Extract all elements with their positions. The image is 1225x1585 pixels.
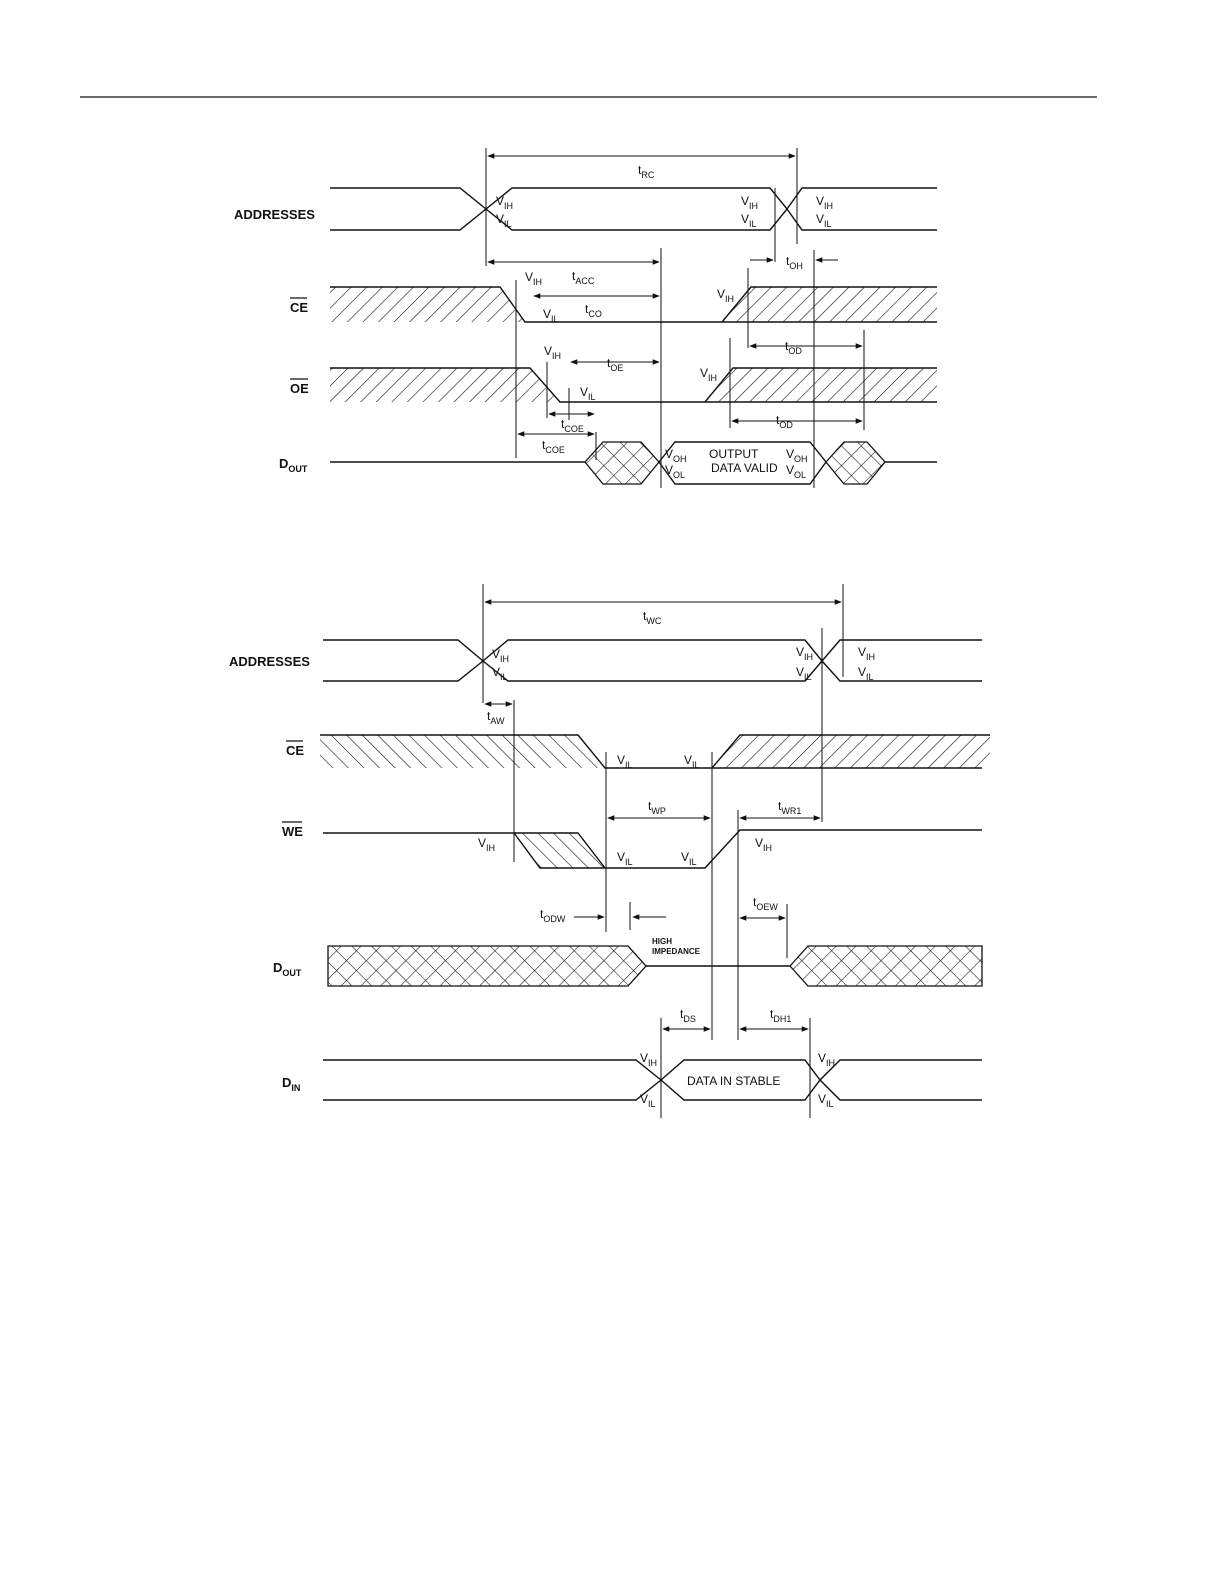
read-addr-vih-label-1: VIH xyxy=(496,194,513,211)
read-addr-vil-label-2: VIL xyxy=(741,212,757,229)
write-twr1-label: tWR1 xyxy=(778,799,801,816)
write-addr-vil-label-1: VIL xyxy=(492,665,508,682)
write-addr-vih-label-3: VIH xyxy=(858,645,875,662)
read-addr-vil-label-1: VIL xyxy=(496,212,512,229)
read-oe-label: OE xyxy=(290,381,309,396)
write-we-waveform xyxy=(323,810,982,1040)
write-din-vil-label-1: VIL xyxy=(640,1092,656,1109)
write-din-vil-label-2: VIL xyxy=(818,1092,834,1109)
read-dout-voh-label-2: VOH xyxy=(786,447,808,464)
write-we-label: WE xyxy=(282,824,303,839)
write-high-impedance-line1: HIGH xyxy=(652,937,672,946)
read-addresses-label: ADDRESSES xyxy=(234,207,315,222)
read-tacc-label: tACC xyxy=(572,269,595,286)
write-toew-label: tOEW xyxy=(753,895,778,912)
read-dout-label: DOUT xyxy=(279,456,308,474)
write-ce-waveform xyxy=(320,700,990,1040)
read-addresses-waveform xyxy=(330,148,937,266)
write-taw-label: tAW xyxy=(487,709,505,726)
write-ce-label: CE xyxy=(286,743,304,758)
read-oe-waveform xyxy=(330,338,937,428)
write-high-impedance-line2: IMPEDANCE xyxy=(652,947,701,956)
read-addr-vih-label-3: VIH xyxy=(816,194,833,211)
read-output-valid-line1: OUTPUT xyxy=(709,447,759,461)
read-cycle-diagram: ADDRESSES CE OE DOUT xyxy=(234,148,937,488)
read-ce-label: CE xyxy=(290,300,308,315)
read-toe-label: tOE xyxy=(607,356,623,373)
read-tcoe-label-2: tCOE xyxy=(542,438,565,455)
write-addresses-label: ADDRESSES xyxy=(229,654,310,669)
read-tod-label-1: tOD xyxy=(785,339,802,356)
read-dout-vol-label-1: VOL xyxy=(665,463,685,480)
read-oe-vil-label: VIL xyxy=(580,385,596,402)
write-we-vih-label-2: VIH xyxy=(755,836,772,853)
write-din-label: DIN xyxy=(282,1075,300,1093)
read-ce-vih-label-2: VIH xyxy=(717,287,734,304)
write-din-vih-label-2: VIH xyxy=(818,1051,835,1068)
write-addr-vil-label-2: VIL xyxy=(796,665,812,682)
read-addr-vih-label-2: VIH xyxy=(741,194,758,211)
read-trc-label: tRC xyxy=(638,163,655,180)
write-dout-label: DOUT xyxy=(273,960,302,978)
read-toh-label: tOH xyxy=(786,254,803,271)
read-ce-vih-label: VIH xyxy=(525,270,542,287)
write-we-vil-label-2: VIL xyxy=(681,850,697,867)
write-data-in-stable-label: DATA IN STABLE xyxy=(687,1074,780,1088)
read-dout-voh-label-1: VOH xyxy=(665,447,687,464)
write-twc-label: tWC xyxy=(643,609,662,626)
write-we-vih-label-1: VIH xyxy=(478,836,495,853)
write-todw-label: tODW xyxy=(540,907,566,924)
write-tds-label: tDS xyxy=(680,1007,696,1024)
write-we-vil-label-1: VIL xyxy=(617,850,633,867)
read-tcoe-label-1: tCOE xyxy=(561,417,584,434)
read-output-valid-line2: DATA VALID xyxy=(711,461,778,475)
read-addr-vil-label-3: VIL xyxy=(816,212,832,229)
write-twp-label: tWP xyxy=(648,799,666,816)
write-cycle-diagram: ADDRESSES CE WE DOUT DIN xyxy=(229,584,990,1118)
read-tod-label-2: tOD xyxy=(776,413,793,430)
write-addr-vil-label-3: VIL xyxy=(858,665,874,682)
write-addr-vih-label-1: VIH xyxy=(492,647,509,664)
read-oe-vih-label-2: VIH xyxy=(700,366,717,383)
write-tdh1-label: tDH1 xyxy=(770,1007,791,1024)
read-dout-vol-label-2: VOL xyxy=(786,463,806,480)
read-oe-vih-label: VIH xyxy=(544,344,561,361)
read-tco-label: tCO xyxy=(585,302,602,319)
